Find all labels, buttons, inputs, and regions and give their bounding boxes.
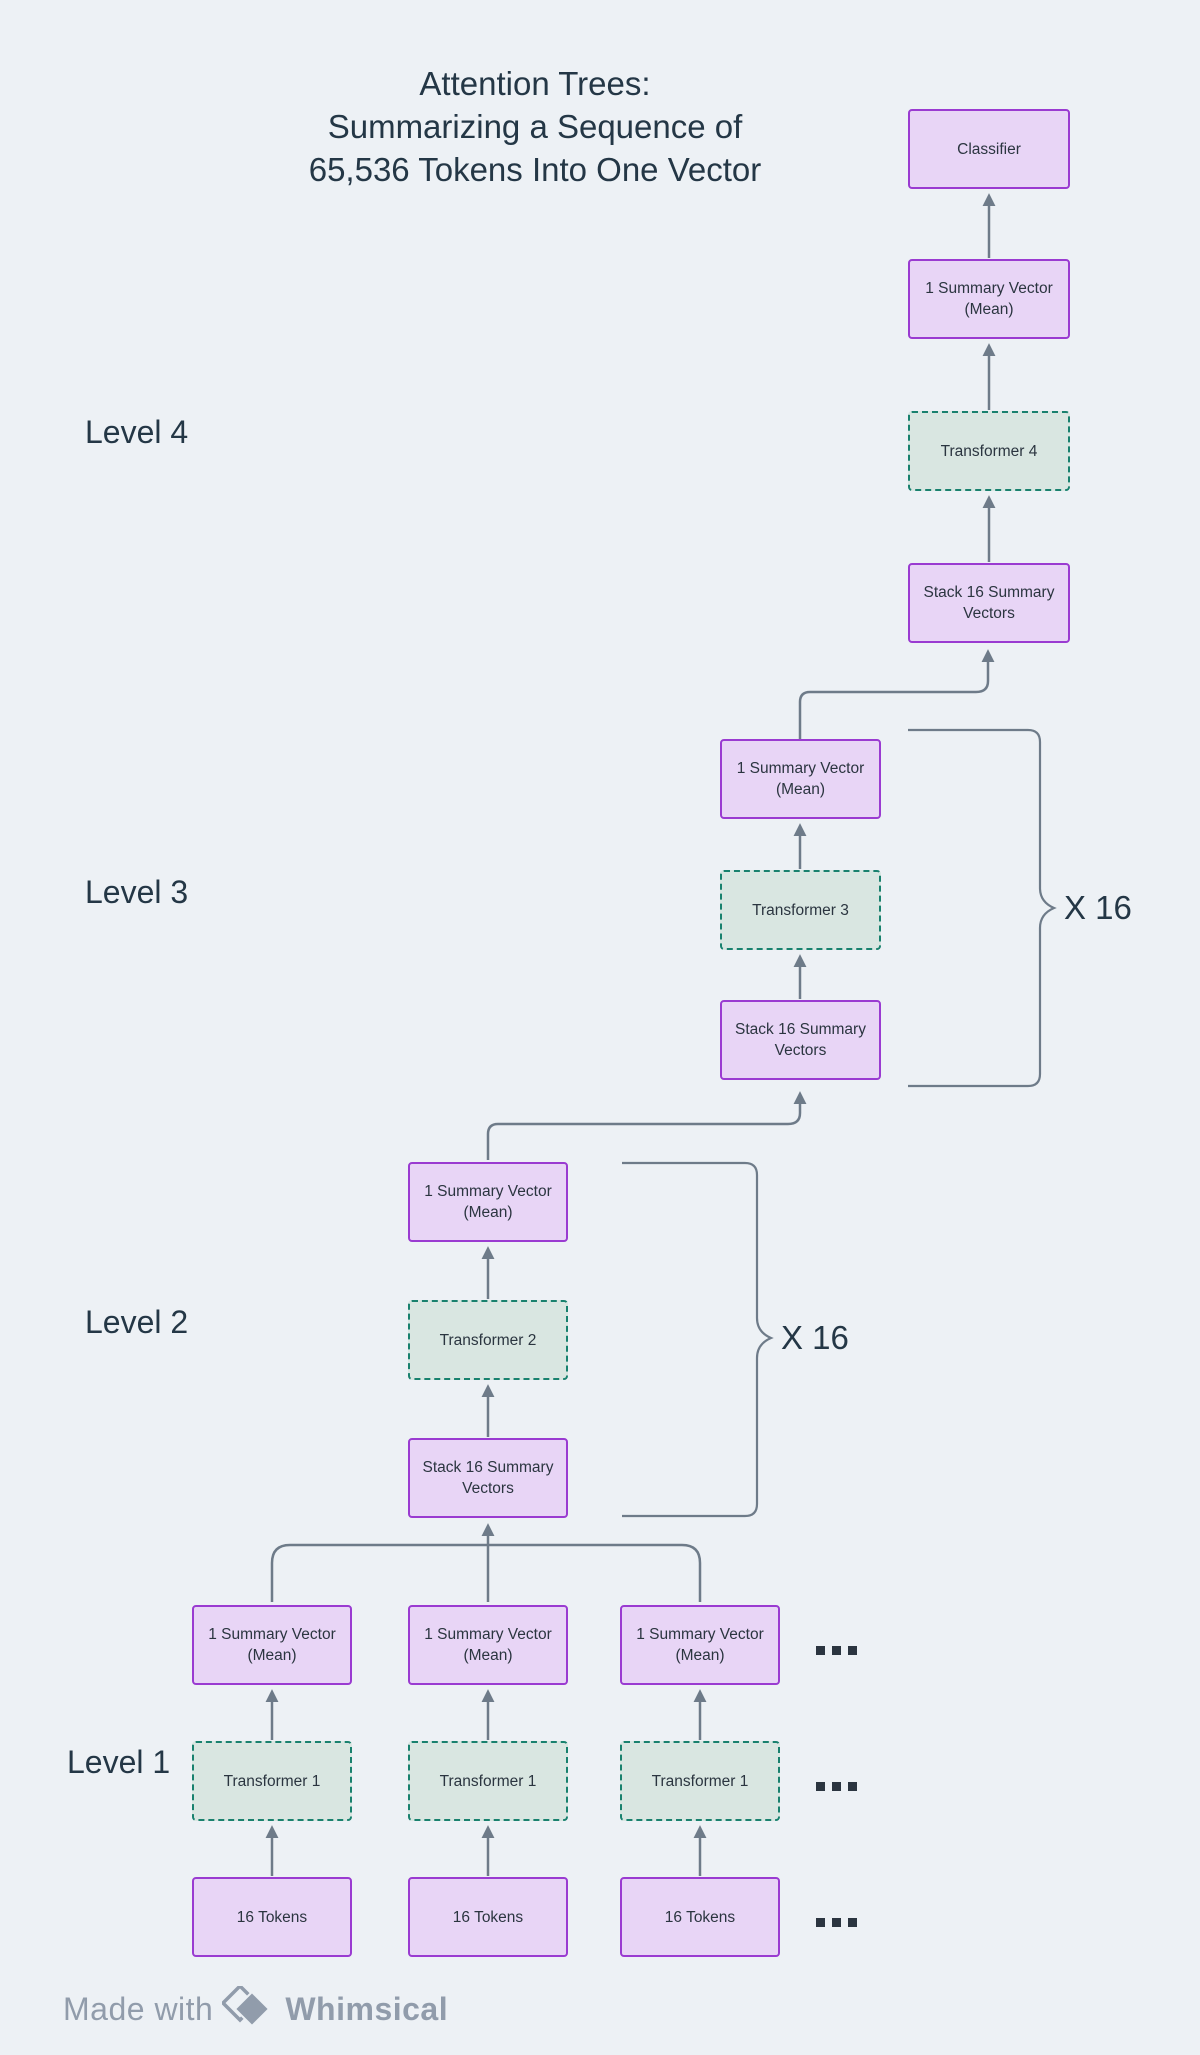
- merge-l1-horizontal: [270, 1543, 702, 1602]
- repeat-bracket-level3: [908, 728, 1057, 1088]
- level-2-label: Level 2: [85, 1304, 189, 1340]
- ellipsis-icon: [816, 1918, 857, 1927]
- node-l1b-summary-vector: 1 Summary Vector (Mean): [408, 1605, 568, 1685]
- node-l4-summary-vector: 1 Summary Vector (Mean): [908, 259, 1070, 339]
- node-l1a-summary-vector: 1 Summary Vector (Mean): [192, 1605, 352, 1685]
- node-l4-stack: Stack 16 Summary Vectors: [908, 563, 1070, 643]
- diagram-title: Attention Trees: Summarizing a Sequence …: [308, 65, 762, 188]
- node-l4-classifier: Classifier: [908, 109, 1070, 189]
- repeat-bracket-level2: [622, 1161, 774, 1518]
- node-l3-transformer: Transformer 3: [720, 870, 881, 950]
- whimsical-brand-link[interactable]: Whimsical: [285, 1990, 449, 2027]
- node-l1b-transformer: Transformer 1: [408, 1741, 568, 1821]
- node-l4-transformer: Transformer 4: [908, 411, 1070, 491]
- level-3-label: Level 3: [85, 874, 189, 910]
- whimsical-logo-icon: [222, 1986, 271, 2028]
- node-l1b-tokens: 16 Tokens: [408, 1877, 568, 1957]
- made-with-whimsical-footer: Made with Whimsical: [63, 1986, 448, 2032]
- node-l1c-summary-vector: 1 Summary Vector (Mean): [620, 1605, 780, 1685]
- node-l2-summary-vector: 1 Summary Vector (Mean): [408, 1162, 568, 1242]
- node-l1a-transformer: Transformer 1: [192, 1741, 352, 1821]
- node-l2-transformer: Transformer 2: [408, 1300, 568, 1380]
- level-4-label: Level 4: [85, 414, 189, 450]
- node-l3-stack: Stack 16 Summary Vectors: [720, 1000, 881, 1080]
- node-l1c-transformer: Transformer 1: [620, 1741, 780, 1821]
- level-1-label: Level 1: [67, 1744, 171, 1780]
- node-l1a-tokens: 16 Tokens: [192, 1877, 352, 1957]
- elbow-l2-to-l3: [486, 1091, 807, 1160]
- made-with-label: Made with: [63, 1990, 214, 2027]
- elbow-l3-to-l4: [798, 649, 995, 739]
- ellipsis-icon: [816, 1782, 857, 1791]
- node-l1c-tokens: 16 Tokens: [620, 1877, 780, 1957]
- repeat-x16-level2: X 16: [781, 1319, 849, 1356]
- node-l3-summary-vector: 1 Summary Vector (Mean): [720, 739, 881, 819]
- repeat-x16-level3: X 16: [1064, 889, 1132, 926]
- node-l2-stack: Stack 16 Summary Vectors: [408, 1438, 568, 1518]
- ellipsis-icon: [816, 1646, 857, 1655]
